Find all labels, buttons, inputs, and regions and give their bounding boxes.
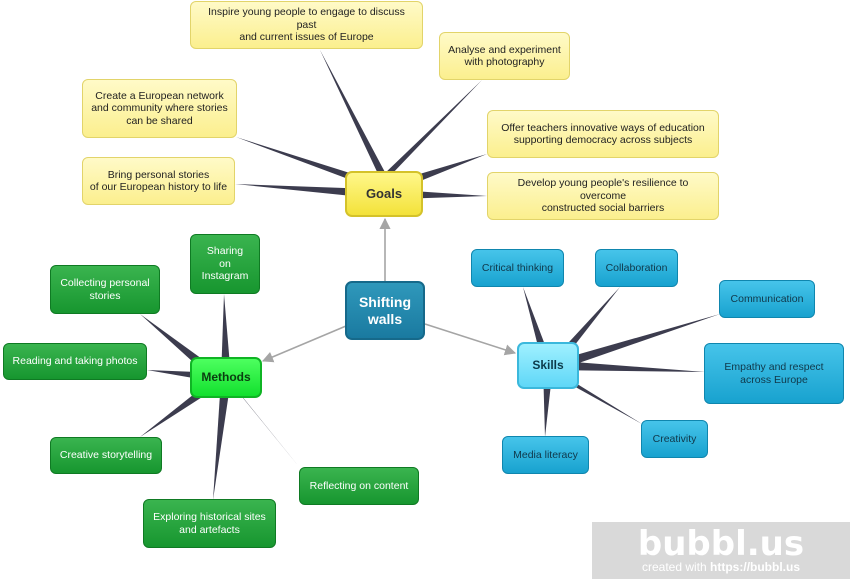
method-creative-storytelling[interactable]: Creative storytelling: [50, 437, 162, 474]
goal-inspire-discussion[interactable]: Inspire young people to engage to discus…: [190, 1, 423, 49]
goal-personal-stories[interactable]: Bring personal stories of our European h…: [82, 157, 235, 205]
skill-creativity[interactable]: Creativity: [641, 420, 708, 458]
connector-skill-4: [548, 360, 705, 372]
method-collecting-stories[interactable]: Collecting personal stories: [50, 265, 160, 314]
skill-communication[interactable]: Communication: [719, 280, 815, 318]
goal-teacher-innovation[interactable]: Offer teachers innovative ways of educat…: [487, 110, 719, 158]
skill-empathy-respect[interactable]: Empathy and respect across Europe: [704, 343, 844, 404]
hub-skills[interactable]: Skills: [517, 342, 579, 389]
method-reading-photos[interactable]: Reading and taking photos: [3, 343, 147, 380]
method-historical-sites[interactable]: Exploring historical sites and artefacts: [143, 499, 276, 548]
central-topic[interactable]: Shifting walls: [345, 281, 425, 340]
hub-methods[interactable]: Methods: [190, 357, 262, 398]
connector-goal-2: [382, 80, 482, 176]
arrow-to-skills: [424, 323, 517, 356]
goal-analyse-photography[interactable]: Analyse and experiment with photography: [439, 32, 570, 80]
connector-method-5: [213, 379, 231, 500]
skill-critical-thinking[interactable]: Critical thinking: [471, 249, 564, 287]
credit-url[interactable]: https://bubbl.us: [710, 560, 801, 574]
hub-goals[interactable]: Goals: [345, 171, 423, 217]
bubblus-watermark: bubbl.us created with https://bubbl.us: [592, 522, 850, 579]
connector-goal-1: [320, 50, 387, 176]
bubblus-logo: bubbl.us: [637, 524, 805, 564]
method-reflecting-content[interactable]: Reflecting on content: [299, 467, 419, 505]
skill-collaboration[interactable]: Collaboration: [595, 249, 678, 287]
arrow-to-methods: [261, 325, 347, 363]
connector-goal-3: [236, 137, 375, 189]
connector-goal-5: [235, 184, 372, 198]
goal-resilience[interactable]: Develop young people's resilience to ove…: [487, 172, 719, 220]
skill-media-literacy[interactable]: Media literacy: [502, 436, 589, 474]
goal-european-network[interactable]: Create a European network and community …: [82, 79, 237, 138]
credit-prefix: created with: [641, 560, 711, 574]
method-sharing-instagram[interactable]: Sharing on Instagram: [190, 234, 260, 294]
connector-skill-3: [548, 314, 720, 373]
watermark-credit: created with https://bubbl.us: [592, 560, 850, 574]
